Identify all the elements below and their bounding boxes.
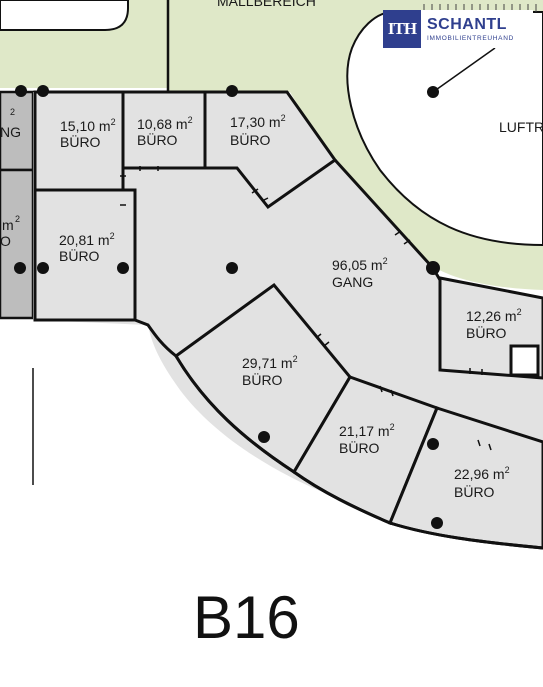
pillar [37,262,49,274]
left-partial-room-bottom [0,168,35,320]
svg-text:BÜRO: BÜRO [454,483,495,500]
door-mark [261,197,269,202]
building-label: B16 [193,584,300,651]
left-partial-label: NG [0,124,21,140]
room-label-20-81: 20,81 m2 BÜRO [59,231,115,264]
door-mark [390,389,394,397]
svg-text:BÜRO: BÜRO [339,439,380,456]
svg-text:96,05 m2: 96,05 m2 [332,256,388,273]
pillar [15,85,27,97]
room-label-21-17: 21,17 m2 BÜRO [339,422,395,456]
leader-line [432,47,496,93]
corridor-wall-outer [333,158,435,270]
door-mark [251,188,259,194]
svg-text:BÜRO: BÜRO [60,133,101,150]
room-label-17-30: 17,30 m2 BÜRO [230,113,286,148]
door-mark [477,439,481,447]
svg-text:20,81 m2: 20,81 m2 [59,231,115,248]
door-mark [379,385,383,393]
room-17-30 [203,90,338,210]
logo-subtitle: IMMOBILIENTREUHAND [427,34,514,42]
pillar [117,262,129,274]
room-15-10 [33,90,125,192]
outer-facade [174,355,543,550]
mall-label: MALLBEREICH [217,0,316,9]
shaft [509,344,540,377]
svg-text:21,17 m2: 21,17 m2 [339,422,395,439]
svg-text:BÜRO: BÜRO [137,131,178,148]
svg-text:29,71 m2: 29,71 m2 [242,354,298,371]
room-label-22-96: 22,96 m2 BÜRO [454,465,510,500]
pillar [226,85,238,97]
luftraum-label: LUFTR [499,119,543,135]
door-mark [394,230,402,236]
room-label-96-05: 96,05 m2 GANG [332,256,388,290]
room-label-12-26: 12,26 m2 BÜRO [466,307,522,341]
svg-text:10,68 m2: 10,68 m2 [137,115,193,132]
room-20-81 [33,188,137,322]
room-label-10-68: 10,68 m2 BÜRO [137,115,193,148]
pillar [427,438,439,450]
logo-name: SCHANTL [427,15,507,33]
pillar [226,262,238,274]
door-mark [403,239,411,245]
logo-text: SCHANTL IMMOBILIENTREUHAND [427,16,514,43]
pillar [426,261,440,275]
svg-text:BÜRO: BÜRO [59,247,100,264]
left-partial-sup: 2 [15,214,20,224]
logo-mark: ITH [383,10,421,48]
top-left-cutout [0,0,129,31]
door-mark [488,443,492,451]
left-partial-label: O [0,233,11,249]
svg-text:22,96 m2: 22,96 m2 [454,465,510,482]
svg-text:BÜRO: BÜRO [242,371,283,388]
svg-text:GANG: GANG [332,274,373,290]
corridor-wall-bottom [134,318,177,358]
room-10-68 [121,90,207,170]
pillar [258,431,270,443]
left-partial-label: m [2,217,14,233]
room-label-29-71: 29,71 m2 BÜRO [242,354,298,388]
pillar [14,262,26,274]
luftraum-area [346,11,543,247]
svg-text:12,26 m2: 12,26 m2 [466,307,522,324]
company-logo: ITH SCHANTL IMMOBILIENTREUHAND [383,10,533,48]
svg-text:BÜRO: BÜRO [230,131,271,148]
svg-text:BÜRO: BÜRO [466,324,507,341]
door-mark [323,341,330,347]
svg-text:17,30 m2: 17,30 m2 [230,113,286,130]
left-partial-sup: 2 [10,107,15,117]
svg-text:15,10 m2: 15,10 m2 [60,117,116,134]
pillar [37,85,49,97]
pillar [427,86,439,98]
door-mark [315,333,322,339]
pillar [431,517,443,529]
room-label-15-10: 15,10 m2 BÜRO [60,117,116,150]
